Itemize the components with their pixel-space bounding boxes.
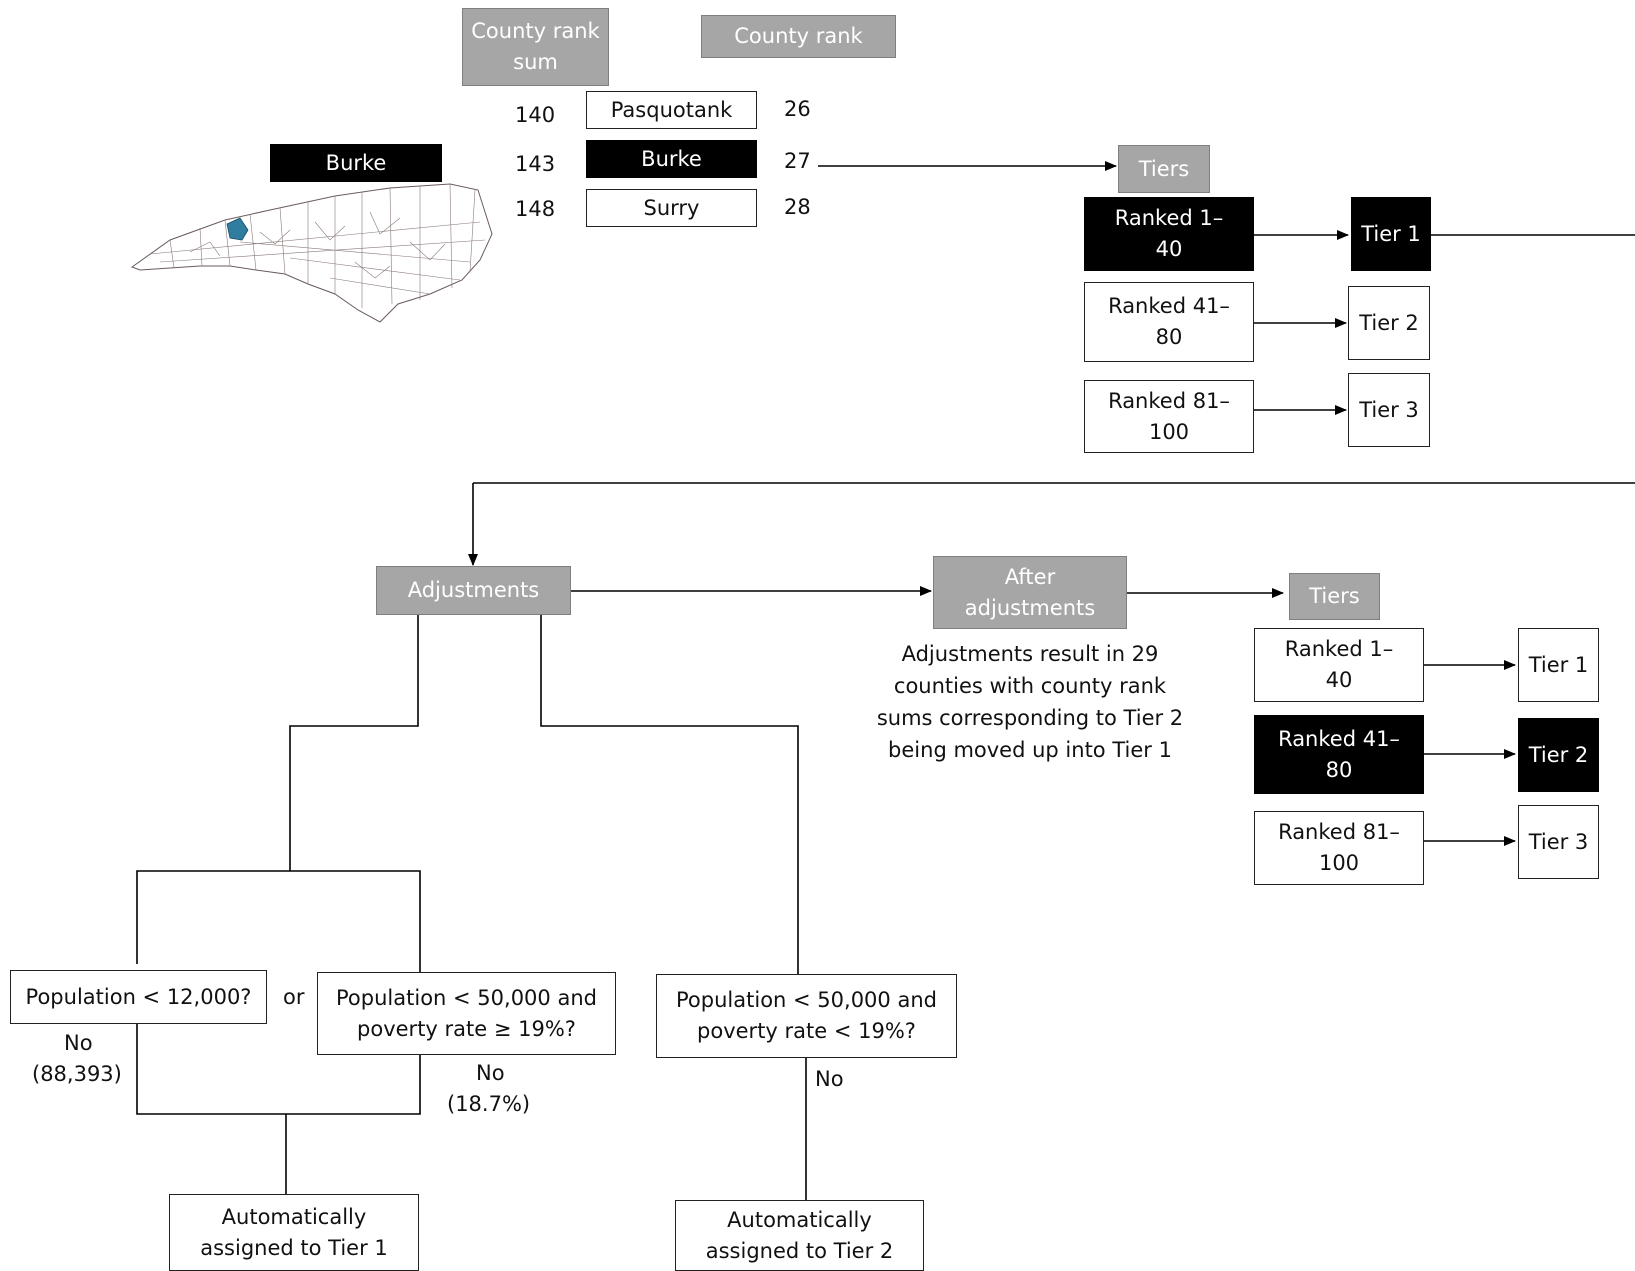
- condition-population-50000-low-poverty: Population < 50,000 and poverty rate < 1…: [656, 974, 957, 1058]
- ranked-range-box: Ranked 81–100: [1084, 380, 1254, 453]
- after-adjustments-box: After adjustments: [933, 556, 1127, 629]
- tier-box-highlighted: Tier 1: [1351, 197, 1431, 271]
- ranked-range-box-highlighted: Ranked 1–40: [1084, 197, 1254, 271]
- ranked-range-box: Ranked 81–100: [1254, 811, 1424, 885]
- rank-sum-header: County rank sum: [462, 8, 609, 86]
- county-name-box: Pasquotank: [586, 91, 757, 129]
- no-label: No: [476, 1061, 505, 1085]
- tier-box: Tier 3: [1518, 805, 1599, 879]
- county-rank-value: 27: [784, 149, 811, 173]
- county-name-box-highlighted: Burke: [586, 140, 757, 178]
- no-label: No: [64, 1031, 93, 1055]
- tier-box: Tier 1: [1518, 628, 1599, 702]
- no-label: No: [815, 1067, 844, 1091]
- outcome-tier1: Automatically assigned to Tier 1: [169, 1194, 419, 1271]
- county-rank-value: 26: [784, 97, 811, 121]
- burke-county-shape: [226, 217, 249, 241]
- tier-box: Tier 2: [1348, 286, 1430, 360]
- no-value-label: (88,393): [32, 1062, 122, 1086]
- highlight-county-label: Burke: [270, 144, 442, 182]
- no-value-label: (18.7%): [447, 1092, 531, 1116]
- adjustment-note: Adjustments result in 29 counties with c…: [876, 642, 1184, 762]
- ranked-range-box: Ranked 1–40: [1254, 628, 1424, 702]
- or-label: or: [283, 985, 305, 1009]
- county-rank-header: County rank: [701, 15, 896, 58]
- condition-population-50000-high-poverty: Population < 50,000 and poverty rate ≥ 1…: [317, 972, 616, 1055]
- rank-sum-value: 148: [515, 197, 556, 221]
- north-carolina-map: [130, 183, 493, 323]
- tier-box: Tier 3: [1348, 373, 1430, 447]
- outcome-tier2: Automatically assigned to Tier 2: [675, 1200, 924, 1271]
- tiers-header: Tiers: [1289, 573, 1380, 620]
- condition-population-12000: Population < 12,000?: [10, 970, 267, 1024]
- tiers-header: Tiers: [1118, 145, 1210, 193]
- adjustments-box: Adjustments: [376, 566, 571, 615]
- ranked-range-box: Ranked 41–80: [1084, 282, 1254, 362]
- rank-sum-value: 140: [515, 103, 556, 127]
- tier-box-highlighted: Tier 2: [1518, 718, 1599, 792]
- ranked-range-box-highlighted: Ranked 41–80: [1254, 715, 1424, 794]
- rank-sum-value: 143: [515, 152, 556, 176]
- county-rank-value: 28: [784, 195, 811, 219]
- county-name-box: Surry: [586, 189, 757, 227]
